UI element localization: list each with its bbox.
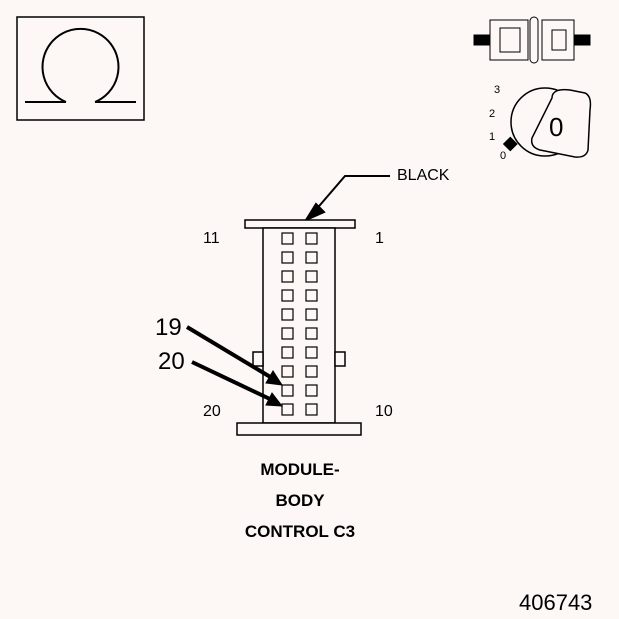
pin-cavity	[305, 251, 318, 264]
pin-cavity	[305, 308, 318, 321]
pin-grid	[281, 232, 318, 416]
pin-cavity	[281, 289, 294, 302]
pin-label-1: 1	[375, 230, 384, 247]
color-label: BLACK	[397, 167, 450, 184]
pin-cavity	[281, 327, 294, 340]
key-position-3: 3	[494, 84, 501, 96]
key-position-1: 1	[489, 131, 496, 143]
callout-arrows	[185, 325, 284, 407]
pin-cavity	[305, 289, 318, 302]
pin-cavity	[305, 327, 318, 340]
key-symbol: 0	[549, 112, 564, 142]
pin-cavity	[305, 384, 318, 397]
key-position-2: 2	[489, 108, 496, 120]
connector-disconnect-icon	[473, 16, 591, 64]
pin-cavity	[305, 346, 318, 359]
pin-cavity	[281, 403, 294, 416]
pin-cavity	[281, 346, 294, 359]
pin-cavity	[305, 365, 318, 378]
pin-label-20: 20	[203, 403, 221, 420]
callout-20: 20	[158, 348, 185, 375]
pin-cavity	[281, 384, 294, 397]
title-line-1: MODULE-	[260, 460, 340, 479]
key-position-0: 0	[500, 150, 507, 162]
figure-number: 406743	[519, 590, 593, 615]
connector-body	[236, 219, 362, 436]
pin-cavity	[305, 232, 318, 245]
ohm-icon	[16, 16, 145, 121]
title-line-3: CONTROL C3	[244, 522, 356, 541]
pin-cavity	[305, 403, 318, 416]
pin-label-10: 10	[375, 403, 393, 420]
ignition-key-icon	[502, 87, 592, 158]
pin-cavity	[305, 270, 318, 283]
pin-cavity	[281, 270, 294, 283]
pin-cavity	[281, 232, 294, 245]
pin-cavity	[281, 365, 294, 378]
callout-19: 19	[155, 314, 182, 341]
pin-cavity	[281, 251, 294, 264]
title-line-2: BODY	[275, 491, 325, 510]
pin-label-11: 11	[203, 230, 220, 247]
pin-cavity	[281, 308, 294, 321]
color-leader	[303, 175, 390, 223]
